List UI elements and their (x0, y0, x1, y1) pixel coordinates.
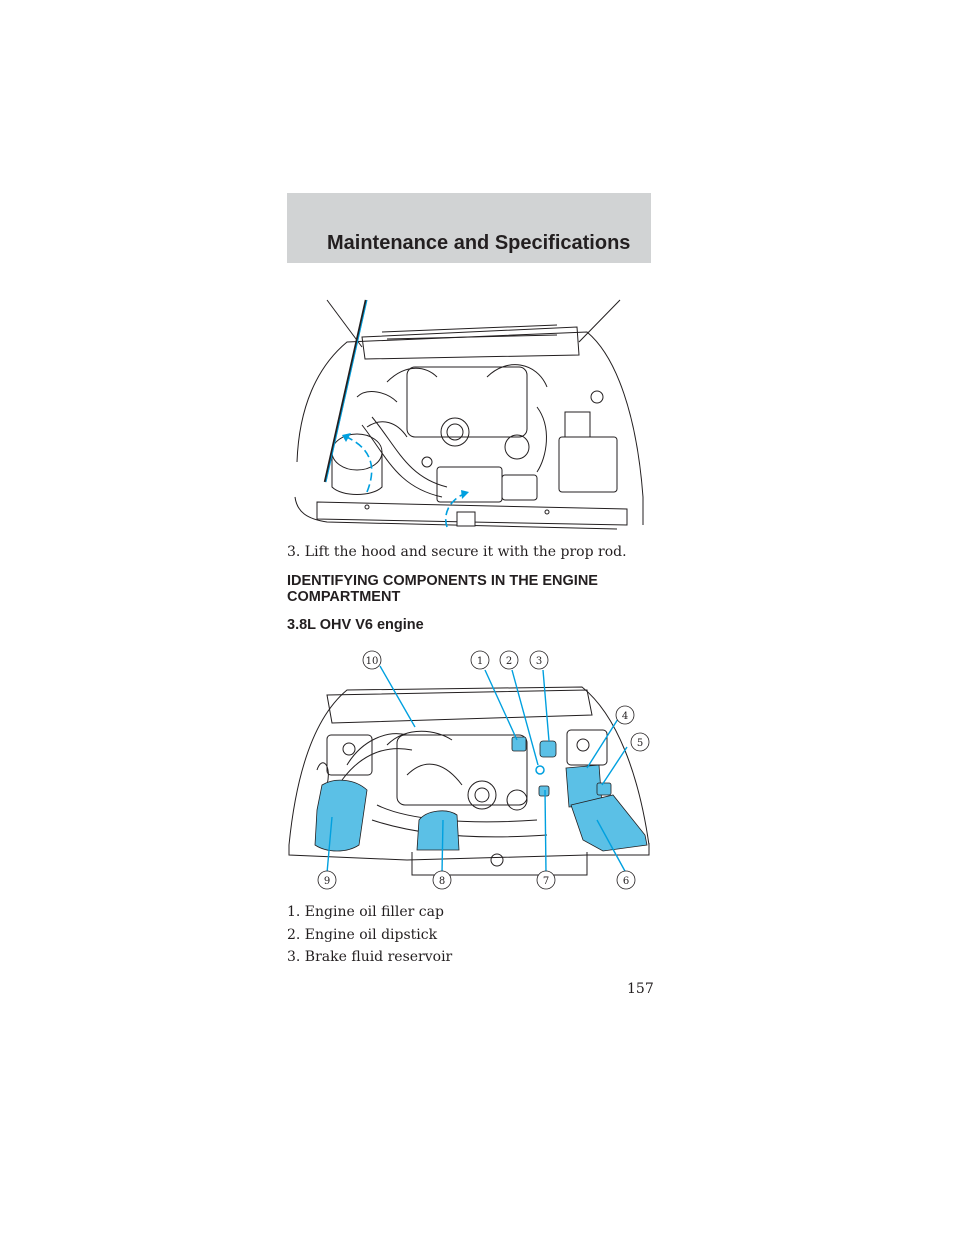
component-legend: 1. Engine oil filler cap 2. Engine oil d… (287, 902, 452, 970)
page-title: Maintenance and Specifications (327, 232, 631, 254)
legend-item: 3. Brake fluid reservoir (287, 949, 453, 965)
legend-item: 2. Engine oil dipstick (287, 926, 438, 943)
callout-9: 9 (324, 876, 330, 887)
step-instruction: 3. Lift the hood and secure it with the … (287, 544, 627, 560)
callout-10: 10 (366, 656, 379, 667)
header-band (287, 193, 651, 263)
callout-3: 3 (536, 656, 542, 667)
hood-prop-rod-illustration (294, 299, 644, 530)
callout-4: 4 (622, 711, 628, 722)
engine-compartment-diagram: 10 1 2 3 4 5 6 7 8 9 (288, 650, 650, 890)
callout-8: 8 (439, 876, 445, 887)
callout-2: 2 (506, 656, 512, 667)
callout-5: 5 (637, 738, 643, 749)
section-heading: IDENTIFYING COMPONENTS IN THE ENGINE COM… (287, 573, 598, 605)
callout-1: 1 (477, 656, 483, 667)
legend-item: 1. Engine oil filler cap (287, 904, 444, 920)
engine-subheading: 3.8L OHV V6 engine (287, 617, 424, 633)
page-number: 157 (627, 981, 654, 997)
callout-7: 7 (543, 876, 549, 887)
callout-6: 6 (623, 876, 629, 887)
